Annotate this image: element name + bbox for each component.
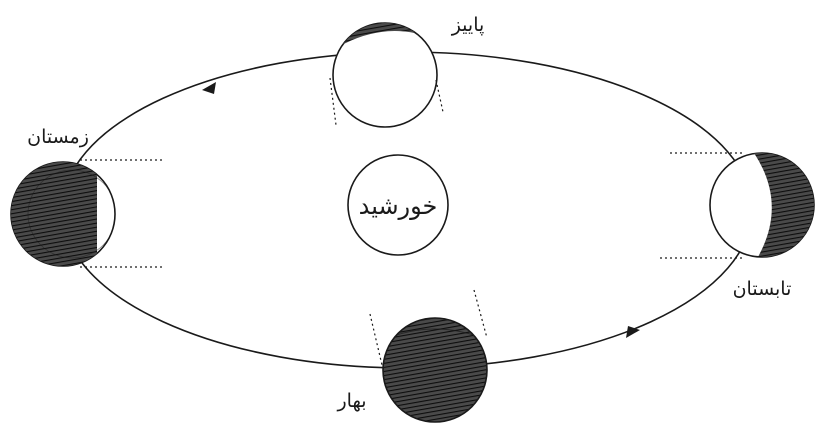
earth-winter-dark-side: [0, 150, 97, 280]
sun-label: خورشید: [359, 192, 438, 220]
earth-spring: بهار: [336, 290, 487, 422]
sun: خورشید: [348, 155, 448, 255]
earth-autumn: پاییز: [330, 14, 484, 127]
autumn-label: پاییز: [451, 14, 485, 36]
spring-axis-left: [370, 314, 382, 365]
summer-label: تابستان: [733, 278, 792, 300]
earth-spring-circle: [383, 318, 487, 422]
earth-summer: تابستان: [660, 150, 817, 300]
earth-winter: زمستان: [0, 126, 162, 280]
orbit-arrow-top: [202, 82, 216, 94]
winter-label: زمستان: [27, 126, 89, 148]
spring-axis-right: [474, 290, 487, 338]
autumn-axis-right: [436, 80, 443, 112]
spring-label: بهار: [336, 390, 366, 412]
